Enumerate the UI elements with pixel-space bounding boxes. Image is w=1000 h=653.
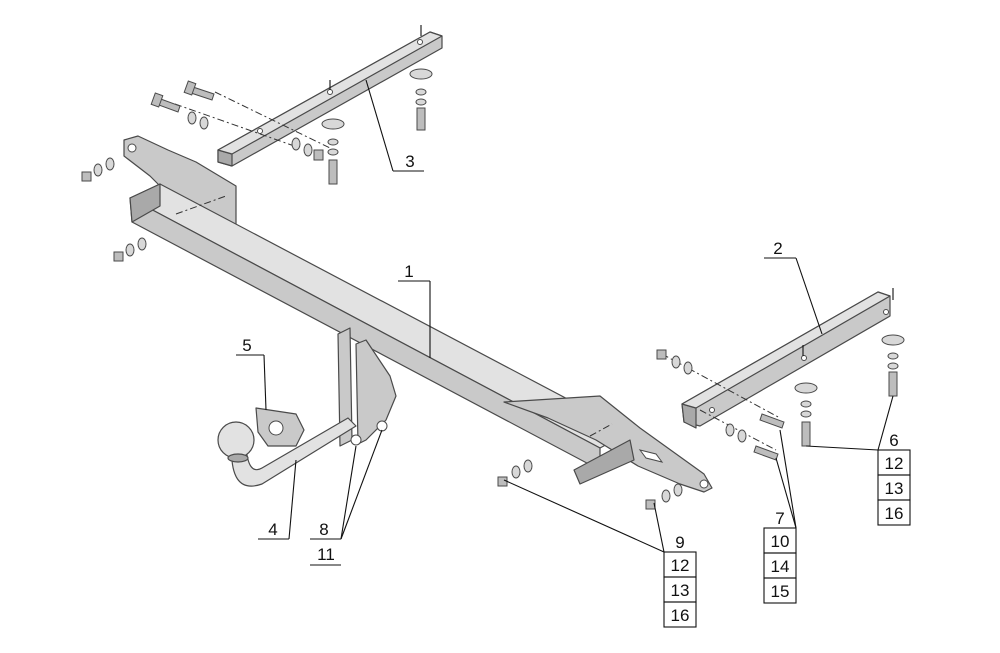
callout-13-right: 13 — [885, 479, 904, 498]
callout-3: 3 — [405, 152, 414, 171]
callout-16-right: 16 — [885, 504, 904, 523]
callout-2: 2 — [773, 239, 782, 258]
part-3-upper-bracket — [217, 25, 443, 167]
callout-labels: 1 2 3 4 5 6 7 8 9 10 11 12 12 13 13 14 1… — [242, 152, 903, 625]
callout-1: 1 — [404, 262, 413, 281]
part-1-crossbar — [81, 135, 713, 510]
callout-11: 11 — [317, 545, 335, 564]
callout-6: 6 — [889, 431, 898, 450]
part-2-right-bracket — [656, 288, 905, 461]
callout-16-left: 16 — [671, 606, 690, 625]
part-4-ball-neck — [217, 327, 397, 487]
part-3-fasteners — [150, 68, 433, 185]
callout-14: 14 — [771, 557, 790, 576]
callout-15: 15 — [771, 582, 790, 601]
callout-12-right: 12 — [885, 454, 904, 473]
callout-4: 4 — [268, 520, 277, 539]
callout-7: 7 — [775, 509, 784, 528]
callout-5: 5 — [242, 336, 251, 355]
callout-10: 10 — [771, 532, 790, 551]
callout-13-left: 13 — [671, 581, 690, 600]
callout-8: 8 — [319, 520, 328, 539]
callout-12-left: 12 — [671, 556, 690, 575]
callout-9: 9 — [675, 533, 684, 552]
leader-lines — [236, 79, 894, 566]
callout-boxes — [663, 449, 911, 628]
